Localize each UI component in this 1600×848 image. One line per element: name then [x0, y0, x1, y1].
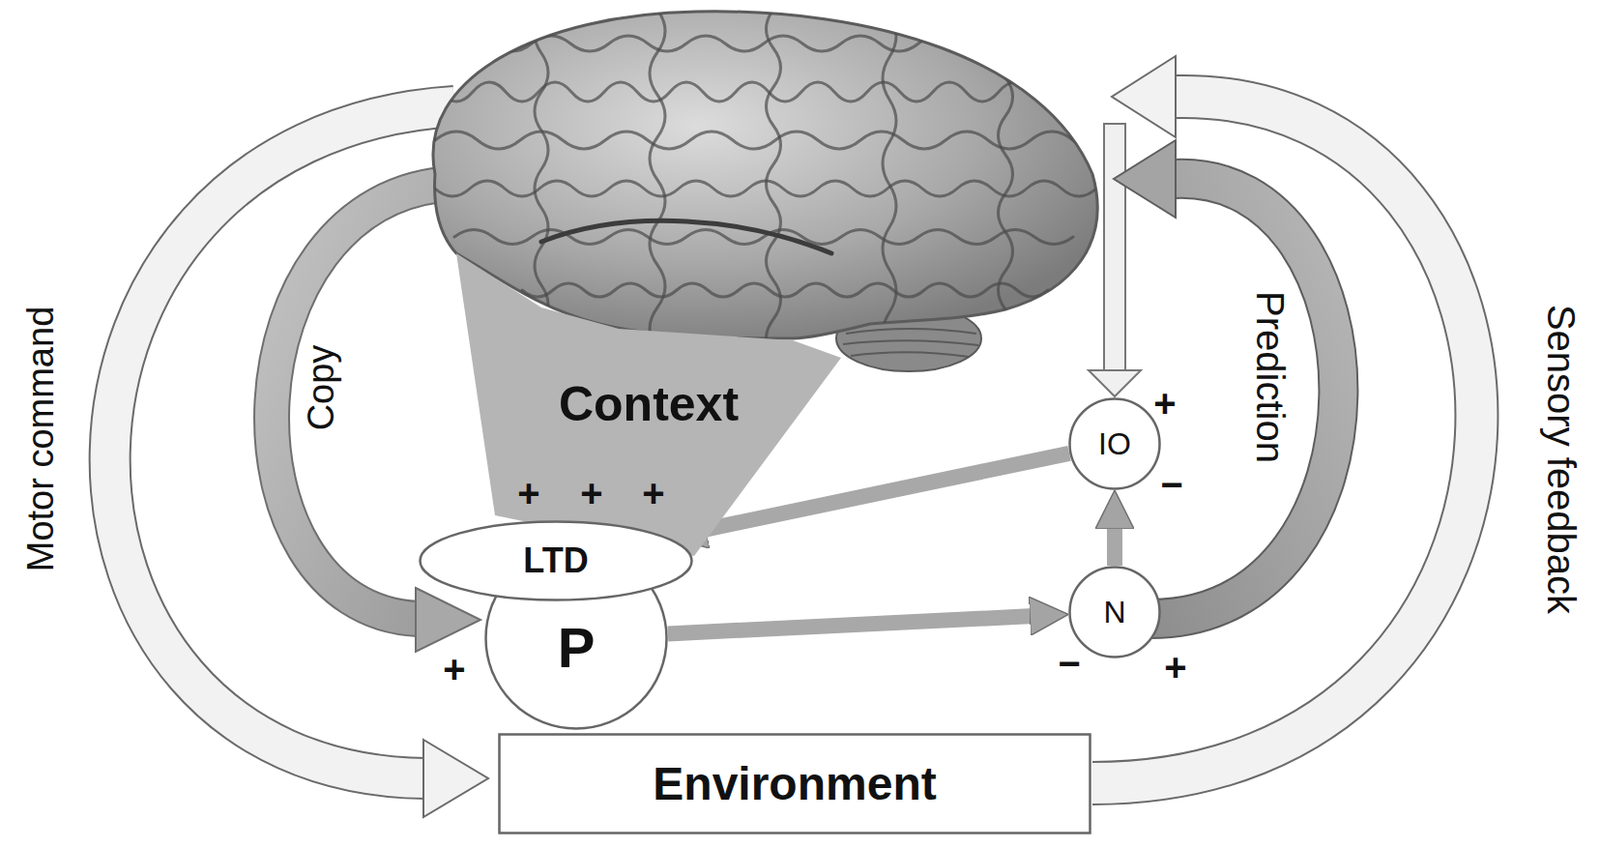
sign-label: +	[442, 649, 466, 689]
signal-label: Motor command	[22, 306, 59, 573]
sign-label: +	[580, 473, 603, 513]
comparison-arrow	[1088, 123, 1141, 397]
signal-label-holder: Motor command	[22, 306, 59, 573]
sign-label: +	[641, 473, 665, 513]
signal-label: Prediction	[1250, 290, 1290, 464]
sign-label: +	[517, 473, 540, 513]
io-circle: IO	[1068, 397, 1162, 491]
sign-label-holder: +	[1163, 647, 1187, 687]
signal-label: Copy	[302, 345, 340, 432]
sign-label-holder: −	[1160, 465, 1183, 504]
signal-label-holder: Prediction	[1250, 290, 1290, 464]
prediction-arrow	[1113, 140, 1339, 619]
ltd-ellipse: LTD	[418, 520, 694, 602]
sign-label: −	[1057, 643, 1080, 683]
node-text: IO	[1098, 426, 1132, 463]
sign-label-holder: +	[641, 473, 665, 513]
node-text: Environment	[652, 756, 936, 811]
signal-label-holder: Sensory feedback	[1541, 304, 1581, 614]
signal-connector	[668, 615, 1034, 634]
node-text: Context	[558, 377, 739, 434]
sign-label-holder: +	[442, 649, 466, 689]
environment-box: Environment	[497, 732, 1092, 835]
motor-command-arrow	[110, 106, 489, 817]
sign-label: −	[1160, 465, 1183, 504]
node-text: N	[1103, 594, 1126, 631]
sign-label-holder: +	[517, 473, 540, 513]
signal-label: Sensory feedback	[1541, 304, 1581, 614]
sign-label-holder: −	[1057, 643, 1080, 683]
signal-label-holder: Copy	[302, 345, 340, 432]
sign-label: +	[1163, 647, 1187, 687]
n-circle: N	[1068, 565, 1162, 659]
sign-label-holder: +	[580, 473, 603, 513]
sign-label-holder: +	[1153, 383, 1176, 423]
node-text: P	[557, 615, 596, 681]
signal-connector	[1106, 524, 1123, 566]
sign-label: +	[1153, 383, 1176, 423]
node-text: LTD	[523, 540, 588, 581]
